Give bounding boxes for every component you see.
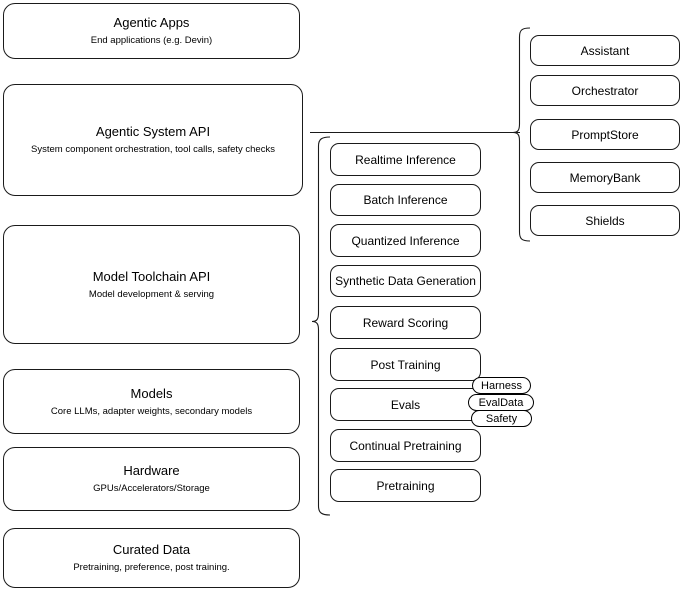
toolchain-item-continual-pretraining[interactable]: Continual Pretraining (330, 429, 481, 462)
toolchain-item-post-training[interactable]: Post Training (330, 348, 481, 381)
eval-badge-evaldata[interactable]: EvalData (468, 394, 534, 411)
toolchain-item-reward-scoring[interactable]: Reward Scoring (330, 306, 481, 339)
toolchain-item-realtime-inference[interactable]: Realtime Inference (330, 143, 481, 176)
layer-title: Hardware (123, 463, 180, 478)
layer-subtitle: GPUs/Accelerators/Storage (93, 483, 210, 494)
layer-title: Agentic System API (95, 124, 211, 139)
layer-agentic-system-api[interactable]: Agentic System API System component orch… (3, 84, 303, 196)
toolchain-item-pretraining[interactable]: Pretraining (330, 469, 481, 502)
system-item-assistant[interactable]: Assistant (530, 35, 680, 66)
toolchain-item-quantized-inference[interactable]: Quantized Inference (330, 224, 481, 257)
eval-badge-safety[interactable]: Safety (471, 410, 532, 427)
system-item-promptstore[interactable]: PromptStore (530, 119, 680, 150)
system-item-shields[interactable]: Shields (530, 205, 680, 236)
toolchain-item-batch-inference[interactable]: Batch Inference (330, 184, 481, 216)
toolchain-item-evals[interactable]: Evals (330, 388, 481, 421)
layer-models[interactable]: Models Core LLMs, adapter weights, secon… (3, 369, 300, 434)
layer-title: Agentic Apps (113, 15, 190, 30)
layer-title: Model Toolchain API (92, 268, 211, 284)
system-item-orchestrator[interactable]: Orchestrator (530, 75, 680, 106)
layer-title: Curated Data (112, 542, 191, 557)
layer-curated-data[interactable]: Curated Data Pretraining, preference, po… (3, 528, 300, 588)
system-item-memorybank[interactable]: MemoryBank (530, 162, 680, 193)
system-components-bracket (512, 27, 531, 242)
layer-subtitle: Pretraining, preference, post training. (73, 562, 230, 573)
layer-subtitle: End applications (e.g. Devin) (90, 35, 213, 46)
layer-hardware[interactable]: Hardware GPUs/Accelerators/Storage (3, 447, 300, 511)
layer-subtitle: Model development & serving (88, 288, 215, 300)
layer-title: Models (130, 385, 173, 401)
layer-model-toolchain-api[interactable]: Model Toolchain API Model development & … (3, 225, 300, 344)
eval-badge-harness[interactable]: Harness (472, 377, 531, 394)
toolchain-item-synthetic-data-generation[interactable]: Synthetic Data Generation (330, 265, 481, 297)
layer-subtitle: Core LLMs, adapter weights, secondary mo… (50, 405, 253, 417)
toolchain-components-bracket (311, 136, 331, 516)
layer-agentic-apps[interactable]: Agentic Apps End applications (e.g. Devi… (3, 3, 300, 59)
layer-subtitle: System component orchestration, tool cal… (31, 144, 275, 155)
